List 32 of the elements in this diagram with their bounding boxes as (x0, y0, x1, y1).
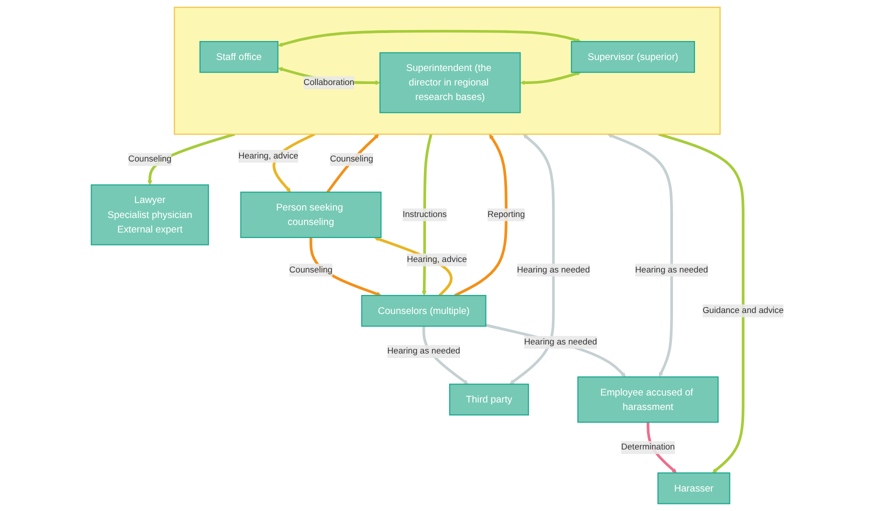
edge-label: Hearing, advice (406, 255, 466, 264)
edge-label: Counseling (329, 154, 373, 164)
node-box: Lawyer Specialist physician External expert (90, 184, 208, 246)
arrow (509, 134, 554, 384)
node-box: Superintendent (the director in regional research bases) (378, 52, 520, 114)
arrow (485, 324, 626, 378)
edge-label: Collaboration (303, 78, 354, 88)
arrow (277, 30, 581, 47)
edge-label: Hearing as needed (386, 346, 460, 356)
edge-label: Counseling (128, 154, 171, 164)
cluster (173, 6, 720, 135)
node-box: Harasser (656, 472, 730, 504)
edge-label: Hearing as needed (524, 337, 597, 347)
node-box: Third party (448, 384, 528, 416)
arrow (454, 134, 508, 297)
arrow (326, 134, 379, 193)
node-box: Staff office (198, 41, 278, 73)
edge-label: Reporting (486, 210, 524, 220)
arrow (606, 134, 672, 377)
node-box: Counselors (multiple) (360, 294, 486, 327)
arrow (658, 132, 744, 474)
node-box: Supervisor (superior) (570, 41, 694, 73)
edge-label: Hearing, advice (238, 151, 298, 161)
edge-label: Determination (620, 442, 674, 452)
edge-label: Counseling (288, 265, 332, 274)
edge-label: Instructions (402, 210, 446, 220)
edge-label: Hearing as needed (516, 265, 590, 274)
node-box: Person seeking counseling (240, 192, 382, 238)
node-box: Employee accused of harassment (576, 376, 718, 423)
edge-label: Guidance and advice (702, 306, 784, 316)
arrow (520, 71, 581, 86)
edge-label: Hearing as needed (634, 265, 708, 274)
